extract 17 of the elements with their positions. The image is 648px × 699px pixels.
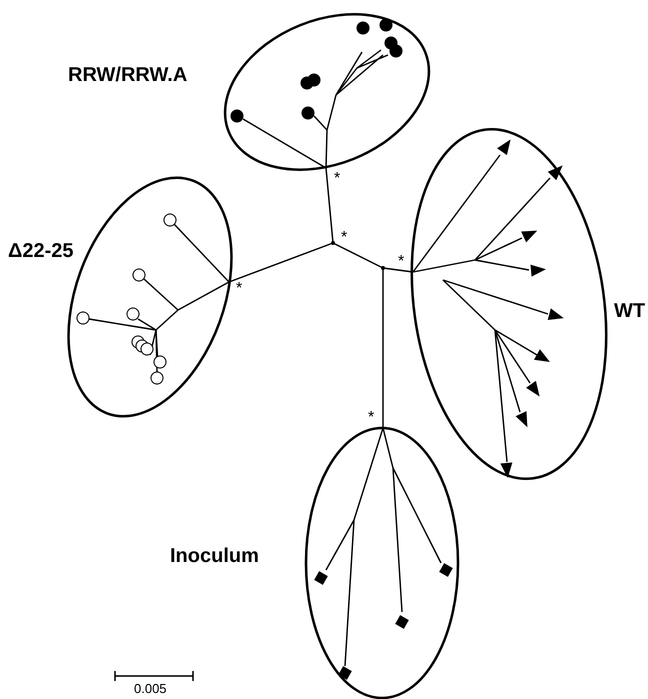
clade-label: WT — [614, 300, 646, 322]
clade-label: Inoculum — [170, 545, 259, 567]
bootstrap-asterisk: * — [341, 230, 348, 246]
bootstrap-asterisk: * — [368, 410, 374, 426]
bootstrap-asterisk: * — [398, 254, 404, 270]
scale-bar-label: 0.005 — [134, 681, 167, 697]
clade-label: Δ22-25 — [8, 240, 74, 262]
branch-point — [331, 241, 335, 245]
tree-branch — [228, 242, 334, 283]
tree-branch — [325, 168, 334, 244]
tree-branch — [382, 268, 384, 428]
bootstrap-asterisk: * — [334, 171, 340, 187]
clade-label: RRW/RRW.A — [68, 64, 188, 86]
branch-point — [381, 266, 385, 270]
tree-branch — [382, 267, 414, 273]
bootstrap-asterisk: * — [236, 281, 242, 297]
tree-branch — [332, 242, 384, 269]
